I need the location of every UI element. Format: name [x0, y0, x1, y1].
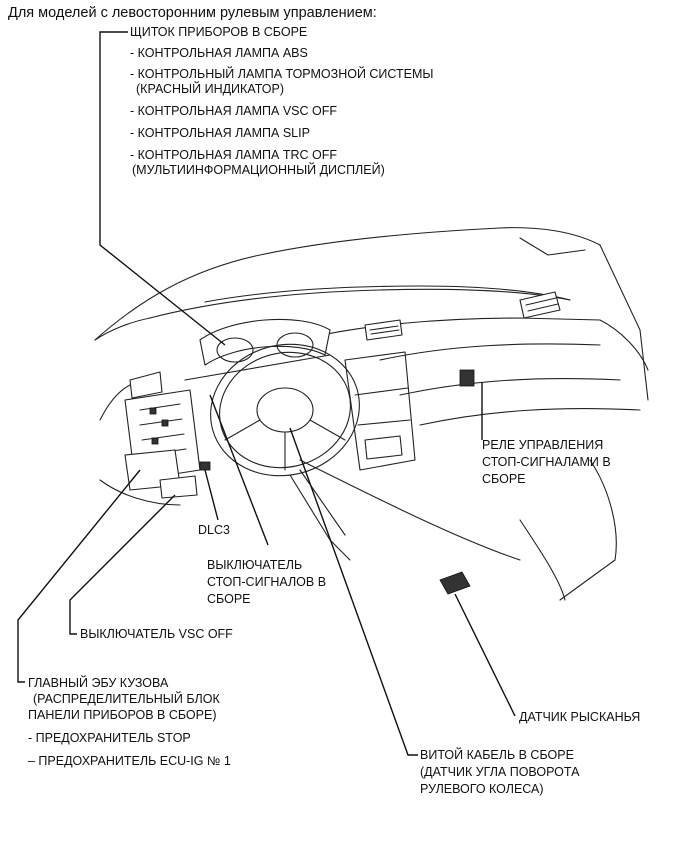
relay-label-2: СТОП-СИГНАЛАМИ В — [482, 455, 611, 469]
stop-switch-label-2: СТОП-СИГНАЛОВ В — [207, 575, 327, 589]
cluster-title: ЩИТОК ПРИБОРОВ В СБОРЕ — [130, 25, 308, 39]
cluster-item-vsc-off: - КОНТРОЛЬНАЯ ЛАМПА VSC OFF — [130, 104, 337, 118]
cluster-item-trc-off: - КОНТРОЛЬНАЯ ЛАМПА TRC OFF — [130, 148, 337, 162]
fuse-stop-label: - ПРЕДОХРАНИТЕЛЬ STOP — [28, 731, 191, 745]
body-ecu-label-2: (РАСПРЕДЕЛИТЕЛЬНЫЙ БЛОК — [33, 692, 220, 706]
stop-switch-label-1: ВЫКЛЮЧАТЕЛЬ — [207, 558, 303, 572]
relay-label-3: СБОРЕ — [482, 472, 526, 486]
dlc3-label: DLC3 — [198, 523, 230, 537]
spiral-cable-label-2: (ДАТЧИК УГЛА ПОВОРОТА — [420, 765, 580, 779]
body-ecu-label-3: ПАНЕЛИ ПРИБОРОВ В СБОРЕ) — [28, 708, 217, 722]
diagram-header: Для моделей с левосторонним рулевым упра… — [8, 5, 377, 21]
body-ecu-label-1: ГЛАВНЫЙ ЭБУ КУЗОВА — [28, 676, 169, 690]
cluster-item-brake: - КОНТРОЛЬНЫЙ ЛАМПА ТОРМОЗНОЙ СИСТЕМЫ — [130, 67, 434, 81]
vsc-switch-label: ВЫКЛЮЧАТЕЛЬ VSC OFF — [80, 627, 233, 641]
stop-switch-label-3: СБОРЕ — [207, 592, 251, 606]
cluster-item-brake-note: (КРАСНЫЙ ИНДИКАТОР) — [136, 82, 284, 96]
yaw-sensor-label: ДАТЧИК РЫСКАНЬЯ — [519, 710, 641, 724]
spiral-cable-label-1: ВИТОЙ КАБЕЛЬ В СБОРЕ — [420, 748, 574, 762]
cluster-item-slip: - КОНТРОЛЬНАЯ ЛАМПА SLIP — [130, 126, 310, 140]
cluster-item-abs: - КОНТРОЛЬНАЯ ЛАМПА ABS — [130, 46, 308, 60]
cluster-item-trc-note: (МУЛЬТИИНФОРМАЦИОННЫЙ ДИСПЛЕЙ) — [132, 163, 385, 177]
fuse-ecu-ig-label: – ПРЕДОХРАНИТЕЛЬ ECU-IG № 1 — [28, 754, 231, 768]
relay-label-1: РЕЛЕ УПРАВЛЕНИЯ — [482, 438, 604, 452]
spiral-cable-label-3: РУЛЕВОГО КОЛЕСА) — [420, 782, 544, 796]
